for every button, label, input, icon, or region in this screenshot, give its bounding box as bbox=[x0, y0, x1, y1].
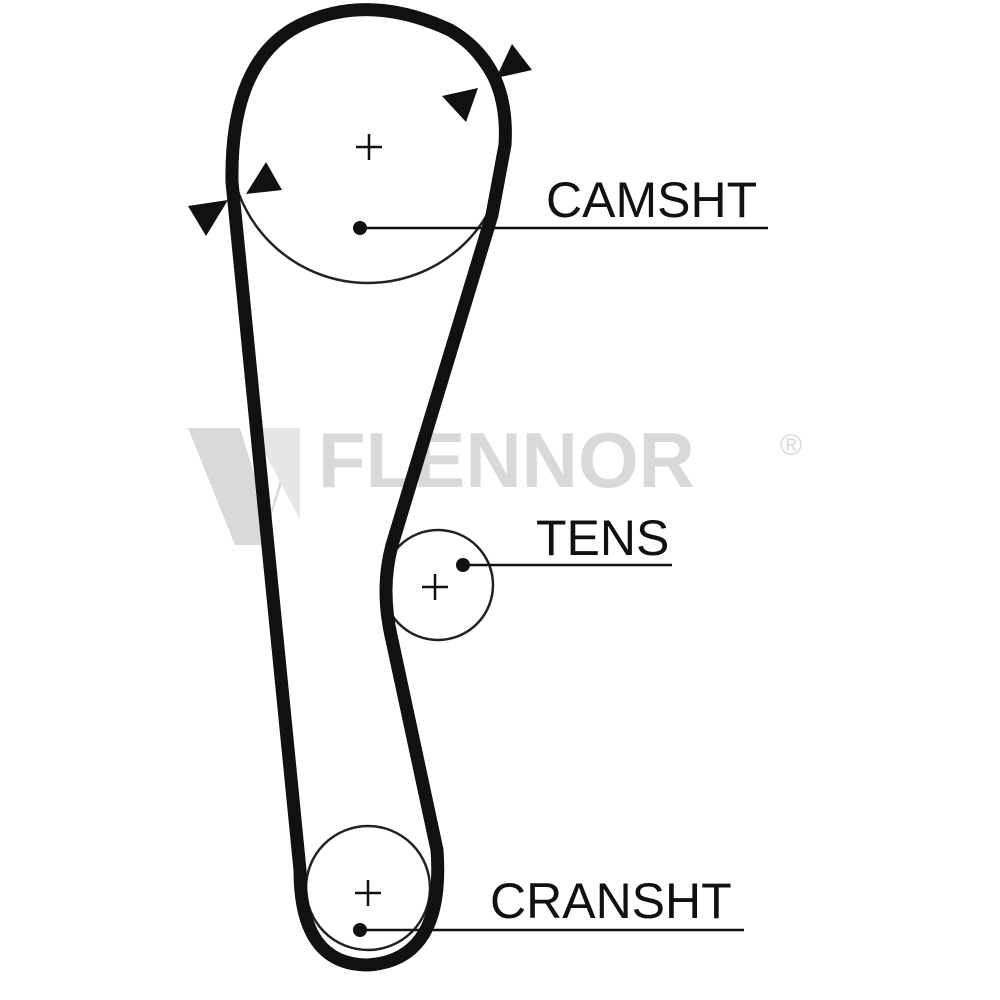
tensioner-pulley bbox=[381, 528, 495, 642]
tensioner-label: TENS bbox=[536, 510, 669, 566]
timing-mark-left bbox=[188, 162, 282, 236]
timing-belt bbox=[225, 3, 512, 972]
watermark-registered-mark: ® bbox=[780, 429, 802, 462]
camshaft-label: CAMSHT bbox=[546, 172, 757, 228]
crankshaft-label: CRANSHT bbox=[490, 873, 732, 929]
watermark-brand: FLENNOR bbox=[318, 416, 695, 504]
watermark-logo: FLENNOR ® bbox=[188, 416, 802, 545]
crankshaft-pulley bbox=[304, 824, 432, 952]
watermark-logo-mark bbox=[188, 428, 300, 545]
timing-mark-right bbox=[442, 44, 532, 122]
